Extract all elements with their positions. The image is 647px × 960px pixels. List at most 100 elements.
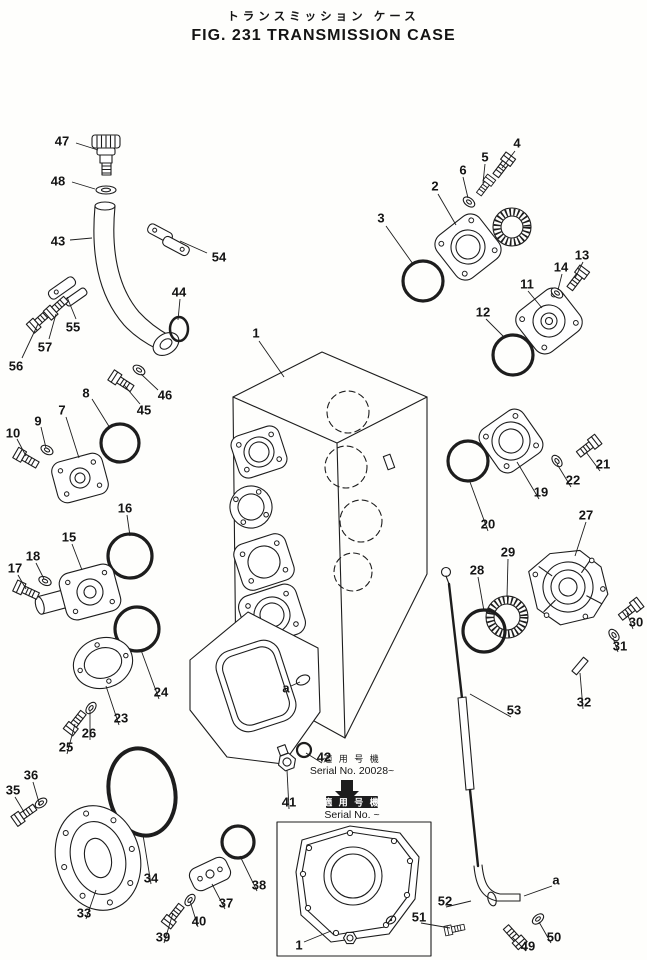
- part-label-a: a: [282, 680, 290, 696]
- part-label-16: 16: [117, 500, 133, 516]
- part-label-42: 42: [316, 749, 332, 765]
- serial-top-jp: 適 用 号 機: [323, 753, 381, 764]
- bolt-35: [10, 801, 39, 827]
- part-label-54: 54: [211, 249, 227, 265]
- o-ring-44: [168, 315, 190, 343]
- inset-oval-hole: [385, 915, 397, 925]
- part-label-56: 56: [8, 358, 24, 374]
- part-label-50: 50: [546, 929, 562, 945]
- part-label-a: a: [552, 872, 560, 888]
- washer-6: [460, 194, 478, 210]
- cover-15: [34, 563, 122, 621]
- case-flange-2: [229, 485, 273, 529]
- inset-plug: [342, 931, 358, 945]
- washer-26: [83, 699, 99, 717]
- serial-note-block: 適 用 号 機 Serial No. 20028~ 適 用 号 機 Serial…: [310, 753, 394, 821]
- part-label-2: 2: [431, 178, 439, 194]
- o-ring-38: [220, 824, 256, 860]
- part-label-3: 3: [377, 210, 385, 226]
- part-label-37: 37: [218, 895, 234, 911]
- part-label-9: 9: [34, 413, 42, 429]
- bolt-13: [564, 264, 591, 293]
- part-label-30: 30: [628, 614, 644, 630]
- inset-detail-box: [276, 821, 432, 957]
- washer-46: [130, 362, 148, 378]
- plate-37: [188, 856, 232, 892]
- cover-33: [54, 805, 142, 911]
- case-bottom-flange: [189, 611, 321, 765]
- bolt-39: [160, 901, 187, 930]
- washer-18: [36, 574, 54, 588]
- cover-19: [478, 408, 544, 474]
- cover-2: [434, 213, 502, 281]
- part-label-19: 19: [533, 484, 549, 500]
- drain-tube-52: [473, 864, 521, 907]
- part-label-31: 31: [612, 638, 628, 654]
- part-label-39: 39: [155, 929, 171, 945]
- case-boss: [382, 453, 396, 471]
- part-label-52: 52: [437, 893, 453, 909]
- part-label-1: 1: [295, 937, 303, 953]
- plug-41: [276, 744, 297, 772]
- bolt-51: [443, 921, 466, 937]
- cover-11: [515, 287, 583, 355]
- part-label-28: 28: [469, 562, 485, 578]
- o-ring-8: [99, 422, 141, 464]
- o-ring-34: [106, 746, 178, 838]
- bolt-5: [474, 173, 497, 198]
- part-label-24: 24: [153, 684, 169, 700]
- part-label-7: 7: [58, 402, 66, 418]
- part-label-6: 6: [459, 162, 467, 178]
- part-label-20: 20: [480, 516, 496, 532]
- hole-a: [295, 674, 311, 686]
- part-label-36: 36: [23, 767, 39, 783]
- cover-7: [51, 452, 109, 504]
- part-label-46: 46: [157, 387, 173, 403]
- part-label-25: 25: [58, 739, 74, 755]
- o-ring-42: [295, 741, 313, 759]
- o-ring-24: [113, 605, 161, 653]
- part-label-35: 35: [5, 782, 21, 798]
- clamp-54: [147, 223, 190, 257]
- case-flange-1: [230, 425, 288, 479]
- pin-32: [571, 656, 589, 676]
- part-label-8: 8: [82, 385, 90, 401]
- down-arrow-icon: [335, 780, 359, 803]
- part-label-14: 14: [553, 259, 569, 275]
- washer-48: [95, 185, 117, 195]
- bolt-17: [12, 579, 41, 603]
- part-label-45: 45: [136, 402, 152, 418]
- part-label-40: 40: [191, 913, 207, 929]
- part-label-21: 21: [595, 456, 611, 472]
- part-label-23: 23: [113, 710, 129, 726]
- o-ring-28: [461, 608, 507, 654]
- o-ring-20: [446, 439, 490, 483]
- part-label-17: 17: [7, 560, 23, 576]
- washer-9: [38, 442, 56, 458]
- part-label-53: 53: [506, 702, 522, 718]
- serial-bottom-en: Serial No. ~: [324, 809, 379, 821]
- part-label-51: 51: [411, 909, 427, 925]
- o-ring-16: [106, 532, 154, 580]
- washer-40: [182, 891, 198, 909]
- o-ring-12: [491, 333, 535, 377]
- part-label-15: 15: [61, 529, 77, 545]
- dipstick-53: [440, 566, 480, 868]
- breather-47: [91, 134, 121, 176]
- part-label-5: 5: [481, 149, 489, 165]
- figure-title-jp: トランスミッション ケース: [227, 11, 420, 23]
- part-label-48: 48: [50, 173, 66, 189]
- housing-27: [528, 549, 609, 626]
- serial-bottom-jp: 適 用 号 機: [323, 797, 381, 808]
- o-ring-3: [401, 259, 445, 303]
- part-label-22: 22: [565, 472, 581, 488]
- seal-ring-2: [492, 207, 532, 247]
- part-label-29: 29: [500, 544, 516, 560]
- part-label-34: 34: [143, 870, 159, 886]
- serial-top-en: Serial No. 20028~: [310, 765, 394, 777]
- cover-23: [72, 636, 134, 690]
- part-label-4: 4: [513, 135, 521, 151]
- transmission-case: [189, 351, 428, 765]
- clamp-55: [47, 276, 88, 307]
